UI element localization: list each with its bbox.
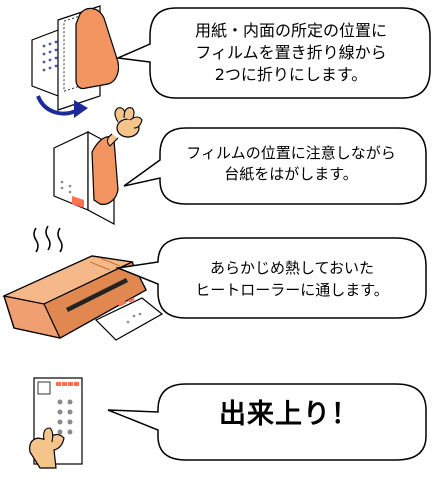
step1-speech-bubble (115, 7, 431, 99)
step4-done-illustration (29, 377, 83, 469)
step1-line2: フィルムを置き折り線から (195, 43, 387, 62)
step2-card-stamp (72, 196, 84, 208)
step2-speech-bubble (123, 127, 427, 205)
step4-hand-icon (29, 427, 65, 469)
step1-fold-arrow-head (74, 100, 88, 118)
step4-text: 出来上り！ (158, 395, 420, 435)
step4-line1: 出来上り！ (219, 399, 359, 430)
step2-peel-illustration (53, 107, 143, 226)
step3-speech-bubble (115, 237, 427, 319)
step3-heat-illustration (2, 225, 164, 341)
finished-card-dots (57, 399, 73, 435)
step1-text: 用紙・内面の所定の位置に フィルムを置き折り線から 2つに折りにします。 (160, 20, 422, 86)
step1-line3: 2つに折りにします。 (214, 65, 368, 84)
step2-line1: フィルムの位置に注意しながら (186, 144, 396, 162)
step1-film (75, 7, 120, 90)
step3-line1: あらかじめ熱しておいた (209, 259, 375, 277)
step3-line2: ヒートローラーに通します。 (195, 281, 389, 299)
step2-card-dots (60, 180, 72, 194)
step2-text: フィルムの位置に注意しながら 台紙をはがします。 (165, 143, 417, 185)
laminator-slot (66, 278, 128, 312)
step3-card-dots (118, 297, 135, 307)
step2-hand-icon (106, 107, 143, 147)
step2-line2: 台紙をはがします。 (224, 165, 358, 183)
step3-card-output (94, 297, 164, 341)
finished-card-stamps (56, 382, 79, 386)
step2-film (91, 136, 119, 205)
finished-card-photo (37, 381, 51, 395)
step1-fold-arrow (36, 95, 79, 116)
step2-card-left-panel (53, 131, 89, 211)
step1-fold-illustration (31, 5, 120, 118)
step3-text: あらかじめ熱しておいた ヒートローラーに通します。 (162, 257, 422, 301)
step3-card-marks (126, 312, 142, 324)
step1-card-dots (42, 40, 58, 72)
step1-line1: 用紙・内面の所定の位置に (194, 21, 387, 40)
laminator-ribs (89, 257, 121, 271)
step4-speech-bubble (107, 383, 427, 461)
heat-waves-icon (33, 225, 63, 253)
